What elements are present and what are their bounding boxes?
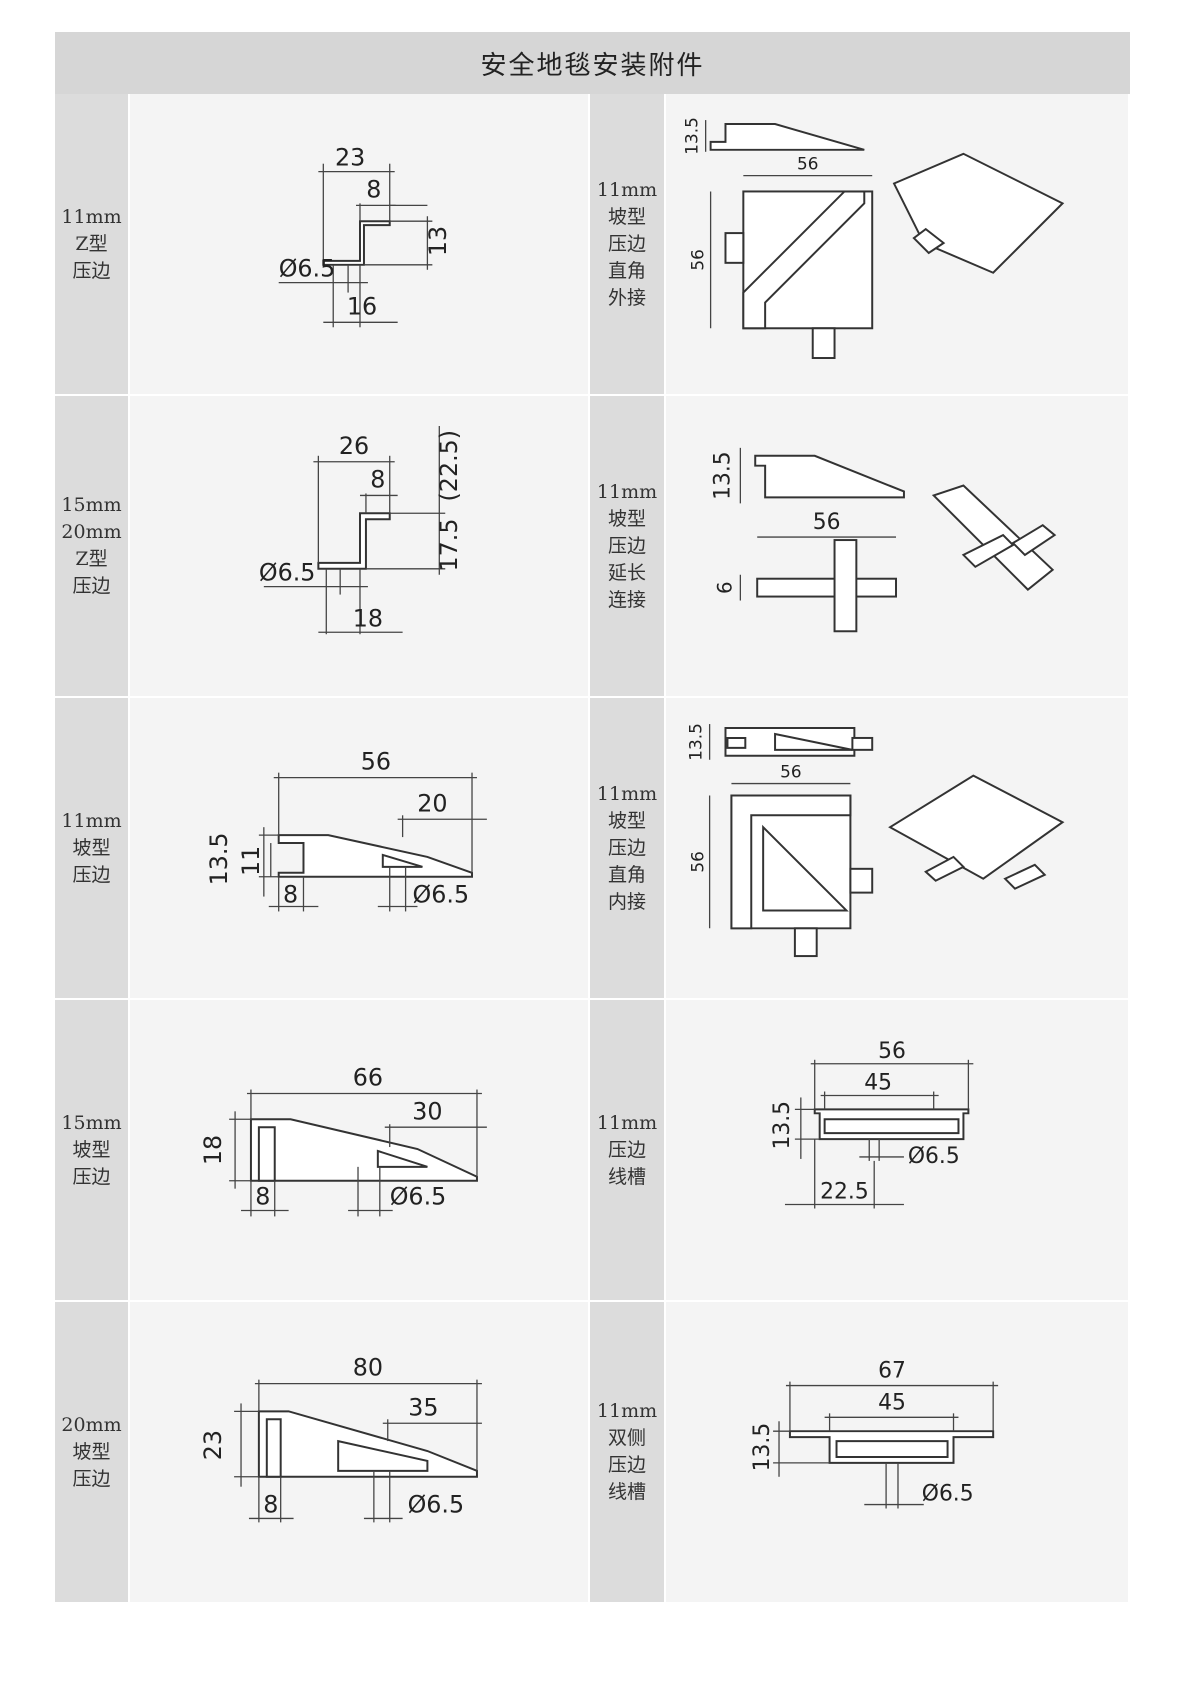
- dim-hole: Ø6.5: [908, 1144, 960, 1169]
- row3-left-drawing: 56 20 13.5 11 8 Ø6.5: [128, 698, 590, 1000]
- row2-left-drawing: 26 8 (22.5) 17.5 Ø6.5 18: [128, 396, 590, 698]
- dim-hole: Ø6.5: [922, 1482, 974, 1507]
- dim-inner: 45: [864, 1071, 892, 1096]
- dim-height: 23: [199, 1430, 227, 1460]
- dim-thickness: 13.5: [710, 451, 735, 500]
- dim-slope: 30: [412, 1097, 442, 1125]
- dim-outer: 67: [878, 1359, 906, 1384]
- cable-channel-11mm-svg: 56 45 13.5 Ø6.5 22.5: [770, 1039, 974, 1209]
- dim-depth: 56: [688, 851, 708, 872]
- dim-depth: 56: [688, 249, 708, 270]
- accessory-sheet: 安全地毯安装附件 11mm Z型 压边: [55, 32, 1130, 1604]
- page-title: 安全地毯安装附件: [55, 32, 1130, 94]
- row3-right-label: 11mm 坡型 压边 直角 内接: [590, 698, 664, 1000]
- dim-width: 56: [813, 510, 841, 535]
- row3-left-label: 11mm 坡型 压边: [55, 698, 128, 1000]
- dim-thickness: 13.5: [682, 117, 702, 155]
- dim-width: 56: [361, 748, 391, 776]
- row2-right-drawing: 13.5 56 6: [664, 396, 1130, 698]
- dim-width: 56: [780, 762, 801, 782]
- dim-height: 18: [199, 1135, 227, 1165]
- dim-height: 17.5: [435, 519, 463, 572]
- dim-outer: 56: [878, 1039, 906, 1064]
- dim-width: 26: [339, 432, 369, 460]
- accessory-table: 11mm Z型 压边 23 8: [55, 94, 1130, 1604]
- row5-right-drawing: 67 45 13.5 Ø6.5: [664, 1302, 1130, 1604]
- z-profile-shape: [322, 220, 391, 266]
- dim-pitch: 22.5: [820, 1180, 869, 1205]
- z-profile-11mm-svg: 23 8 13 Ø6.5 16: [279, 144, 452, 328]
- dim-height: 13.5: [205, 832, 233, 885]
- row5-left-label: 20mm 坡型 压边: [55, 1302, 128, 1604]
- row2-left-label: 15mm 20mm Z型 压边: [55, 396, 128, 698]
- row1-left-label: 11mm Z型 压边: [55, 94, 128, 396]
- row5-right-label: 11mm 双侧 压边 线槽: [590, 1302, 664, 1604]
- dim-inner: 11: [237, 846, 265, 876]
- row2-right-label: 11mm 坡型 压边 延长 连接: [590, 396, 664, 698]
- ramp-profile-15mm-svg: 66 30 18 8 Ø6.5: [199, 1064, 487, 1217]
- dim-slope: 20: [417, 789, 447, 817]
- ramp-profile-11mm-svg: 56 20 13.5 11 8 Ø6.5: [205, 748, 487, 912]
- row4-left-drawing: 66 30 18 8 Ø6.5: [128, 1000, 590, 1302]
- dim-width: 80: [353, 1354, 383, 1382]
- row1-right-drawing: 13.5 56 56: [664, 94, 1130, 396]
- dim-width: 66: [353, 1064, 383, 1092]
- double-cable-channel-11mm-svg: 67 45 13.5 Ø6.5: [750, 1359, 999, 1509]
- dim-hole: Ø6.5: [408, 1490, 465, 1518]
- dim-base: 6: [713, 581, 736, 594]
- dim-pitch: 18: [353, 604, 383, 632]
- dim-height: 13: [424, 226, 452, 256]
- dim-width: 56: [797, 154, 818, 174]
- dim-hole: Ø6.5: [279, 255, 336, 283]
- dim-step: 8: [283, 881, 298, 909]
- dim-step: 8: [263, 1490, 278, 1518]
- dim-flange: 8: [366, 175, 381, 203]
- dim-height: 13.5: [770, 1101, 795, 1150]
- dim-hole: Ø6.5: [413, 881, 470, 909]
- dim-height: 13.5: [750, 1423, 775, 1472]
- dim-inner: 45: [878, 1390, 906, 1415]
- row4-right-drawing: 56 45 13.5 Ø6.5 22.5: [664, 1000, 1130, 1302]
- ramp-profile-20mm-svg: 80 35 23 8 Ø6.5: [199, 1354, 482, 1523]
- row3-right-drawing: 13.5 56 56: [664, 698, 1130, 1000]
- dim-slope: 35: [408, 1393, 438, 1421]
- row5-left-drawing: 80 35 23 8 Ø6.5: [128, 1302, 590, 1604]
- dim-width: 23: [335, 144, 365, 172]
- dim-hole: Ø6.5: [259, 559, 316, 587]
- dim-hole: Ø6.5: [390, 1183, 447, 1211]
- row1-left-drawing: 23 8 13 Ø6.5 16: [128, 94, 590, 396]
- dim-step: 8: [255, 1183, 270, 1211]
- z-profile-15-20mm-svg: 26 8 (22.5) 17.5 Ø6.5 18: [259, 426, 463, 635]
- row4-left-label: 15mm 坡型 压边: [55, 1000, 128, 1302]
- dim-thickness: 13.5: [686, 723, 706, 761]
- inner-corner-11mm-svg: 13.5 56 56: [686, 723, 1065, 958]
- dim-height-total: (22.5): [435, 430, 463, 502]
- dim-flange: 8: [370, 466, 385, 494]
- extension-joint-11mm-svg: 13.5 56 6: [710, 447, 1057, 633]
- outer-corner-11mm-svg: 13.5 56 56: [682, 117, 1065, 360]
- dim-pitch: 16: [347, 292, 377, 320]
- row1-right-label: 11mm 坡型 压边 直角 外接: [590, 94, 664, 396]
- row4-right-label: 11mm 压边 线槽: [590, 1000, 664, 1302]
